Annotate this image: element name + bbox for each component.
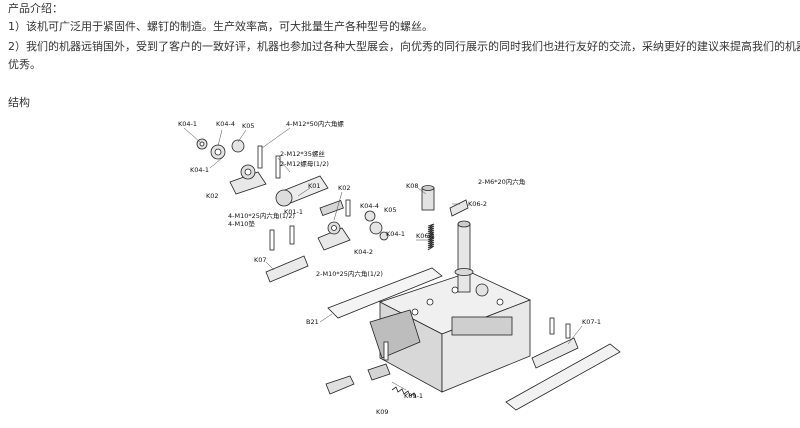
crank-k01-drawing — [275, 175, 344, 217]
part-k09-drawing — [325, 363, 391, 395]
rail-k07-drawing — [265, 255, 309, 283]
label-bolt-m12-50: 4-M12*50内六角螺 — [286, 119, 344, 128]
label-k02-left: K02 — [206, 192, 219, 200]
plate-b21-drawing — [327, 267, 443, 319]
punch-k08-drawing — [421, 185, 469, 217]
exploded-structure-diagram: K04-1 K04-4 K05 4-M12*50内六角螺 K04-1 K02 2… — [178, 119, 621, 416]
label-k07-1: K07-1 — [582, 318, 601, 326]
label-k04-4-mid: K04-4 — [360, 202, 379, 210]
label-m12-nut: 2-M12螺母(1/2) — [280, 159, 329, 168]
intro-heading: 产品介绍： — [8, 2, 63, 15]
plate-right-drawing — [505, 343, 621, 411]
label-k04-1-top: K04-1 — [178, 120, 197, 128]
label-m10-25-b: 2-M10*25内六角(1/2) — [316, 269, 383, 278]
intro-point-1: 1）该机可广泛用于紧固件、螺钉的制造。生产效率高，可大批量生产各种型号的螺丝。 — [8, 20, 433, 33]
shaft-drawing — [454, 220, 474, 293]
label-k08: K08 — [406, 182, 419, 190]
label-m10-washer: 4-M10垫 — [228, 219, 255, 228]
label-b21: B21 — [306, 318, 319, 326]
label-m6-20: 2-M6*20内六角 — [478, 177, 525, 186]
label-k05-mid: K05 — [384, 206, 397, 214]
label-k07: K07 — [254, 256, 267, 264]
leader-lines — [183, 127, 583, 391]
label-k09: K09 — [376, 408, 389, 416]
label-k04-2: K04-2 — [354, 248, 373, 256]
structure-heading: 结构 — [8, 96, 30, 109]
rail-k07-1-drawing — [531, 337, 579, 369]
label-k04-1-left: K04-1 — [190, 166, 209, 174]
intro-point-2-line-1: 2）我们的机器远销国外，受到了客户的一致好评，机器也参加过各种大型展会，向优秀的… — [8, 40, 800, 53]
label-m10-25-a: 4-M10*25内六角(1/2) — [228, 211, 295, 220]
label-k04-1-right: K04-1 — [386, 230, 405, 238]
spring-drawing — [391, 223, 435, 399]
label-k09-1: K09-1 — [404, 392, 423, 400]
label-k02-mid: K02 — [338, 184, 351, 192]
label-k01: K01 — [308, 182, 321, 190]
label-k06-2: K06-2 — [468, 200, 487, 208]
intro-point-2-line-2: 优秀。 — [8, 58, 41, 71]
machine-body-drawing — [369, 271, 532, 393]
label-m12-35: 2-M12*35螺丝 — [280, 149, 325, 158]
bolt-drawing — [257, 145, 571, 361]
bushing-drawing — [196, 138, 389, 241]
bearing-block-k02-drawing — [229, 164, 351, 251]
label-k04-4-top: K04-4 — [216, 120, 235, 128]
label-k06-1: K06-1 — [416, 232, 435, 240]
label-k05-top: K05 — [242, 122, 255, 130]
label-k01-1: K01-1 — [284, 208, 303, 216]
